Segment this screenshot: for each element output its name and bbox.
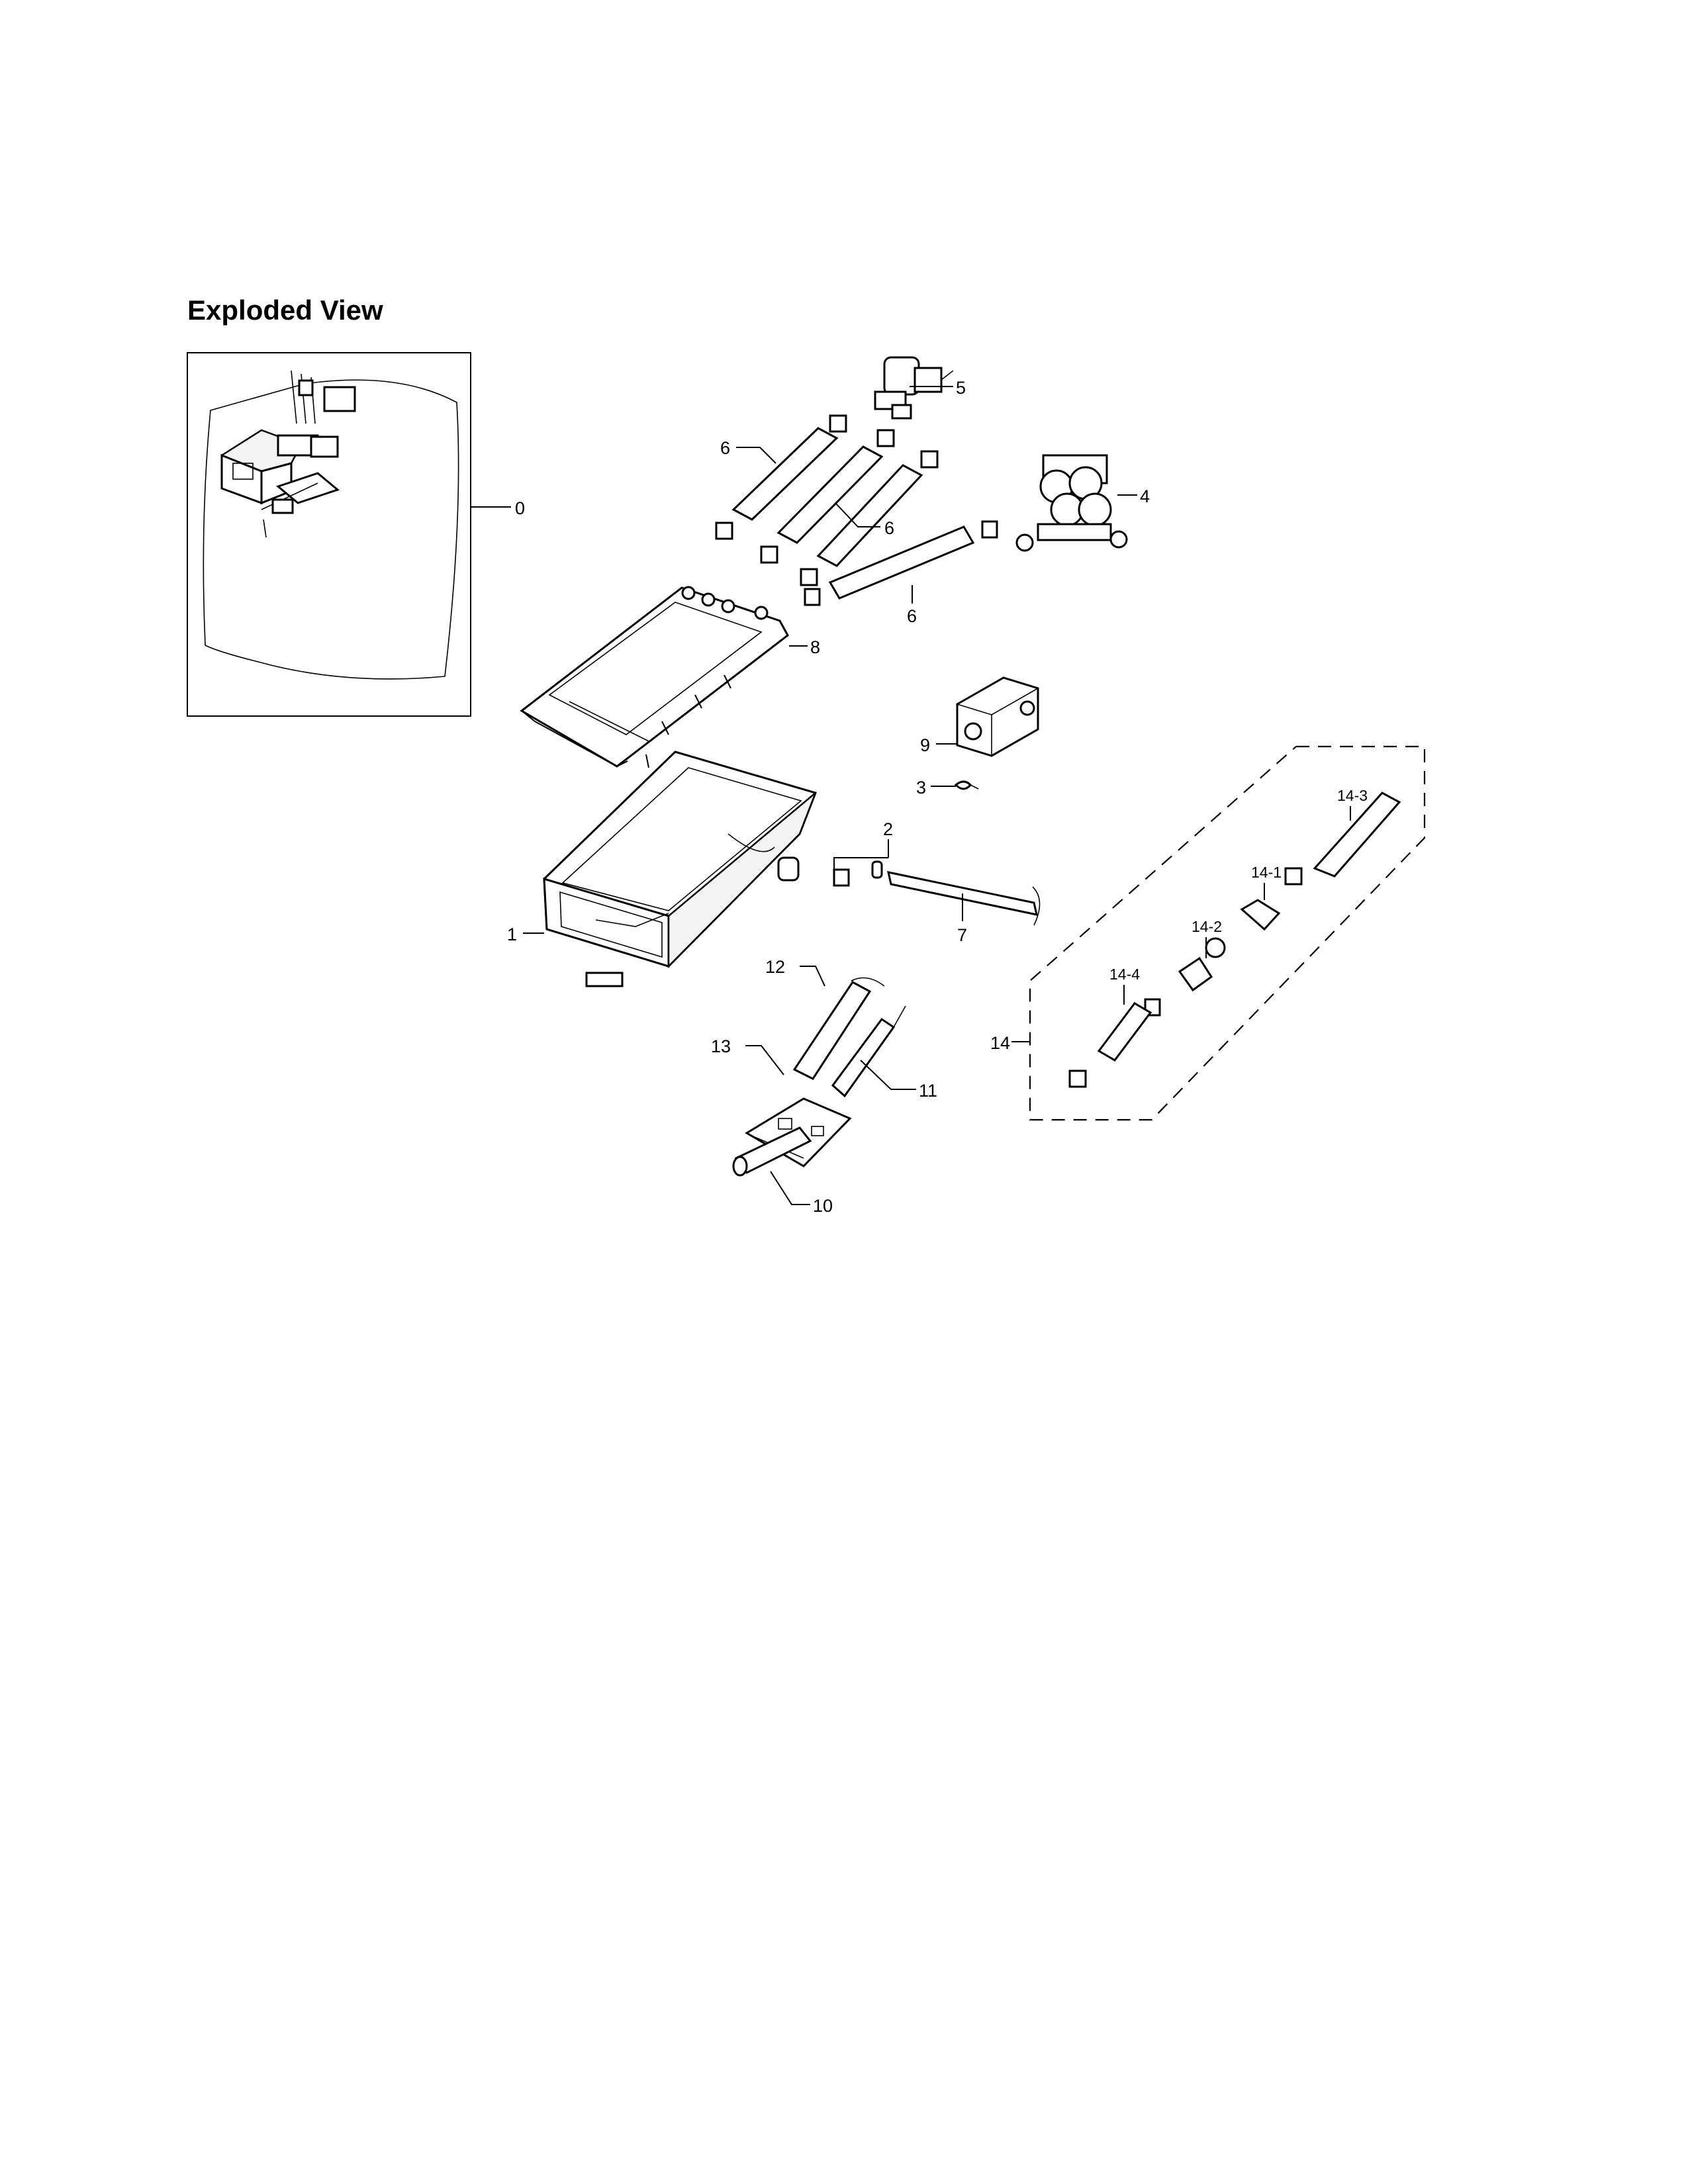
hose-part-7: [887, 871, 1041, 926]
tube-part-12: [792, 977, 885, 1080]
drawer-housing-part-1: [543, 751, 850, 987]
clip-part-3: [954, 780, 979, 790]
water-valve-part-5: [874, 356, 954, 420]
callout-10: 10: [813, 1196, 833, 1216]
harness-part-11: [831, 1005, 906, 1098]
callout-5: 5: [956, 378, 966, 398]
callout-labels: 0 5 6 6 6 4 8 9 3 2 7 1 12 11 13 10 14 1…: [507, 378, 1368, 1216]
sensor-block-part-9: [956, 676, 1039, 757]
cover-part-8: [520, 586, 789, 768]
callout-8: 8: [810, 637, 820, 657]
valve-assembly-part-4: [1015, 454, 1128, 552]
callout-14-3: 14-3: [1337, 787, 1368, 804]
assembly-thumbnail: [220, 370, 356, 538]
callout-1: 1: [507, 925, 517, 944]
callout-14: 14: [990, 1033, 1010, 1053]
callout-7: 7: [957, 925, 967, 945]
callout-12: 12: [765, 957, 785, 977]
callout-6-lower: 6: [907, 606, 917, 626]
clamp-part-2: [871, 860, 883, 879]
kit-part-14: [1029, 745, 1426, 1121]
callout-14-2: 14-2: [1192, 918, 1222, 935]
callout-4: 4: [1140, 486, 1150, 506]
callout-9: 9: [920, 735, 930, 755]
assembly-overview-inset: [187, 352, 471, 717]
callout-11: 11: [919, 1081, 937, 1101]
page-title: Exploded View: [187, 295, 383, 326]
hose-part-6-long: [804, 520, 998, 606]
hose-part-6-set: [715, 414, 939, 586]
pipe-part-10: [732, 1126, 812, 1177]
callout-6-upper: 6: [720, 438, 730, 458]
callout-14-4: 14-4: [1109, 966, 1140, 983]
callout-14-1: 14-1: [1251, 864, 1282, 881]
callout-13: 13: [711, 1036, 731, 1056]
callout-0: 0: [515, 498, 525, 518]
callout-2: 2: [883, 819, 893, 839]
leader-lines: [471, 386, 1351, 1205]
callout-6-middle: 6: [884, 518, 894, 538]
callout-3: 3: [916, 778, 926, 797]
